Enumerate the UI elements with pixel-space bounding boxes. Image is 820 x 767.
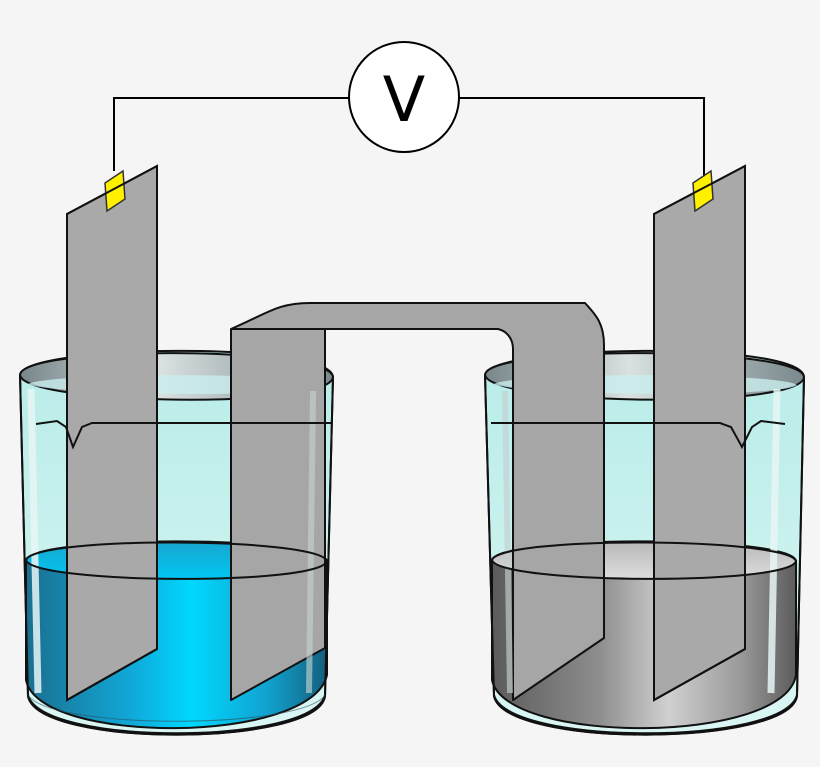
external-circuit: V: [113, 41, 705, 176]
left-terminal: [104, 169, 126, 213]
voltmeter-label: V: [383, 63, 425, 136]
left-electrode: [66, 164, 158, 702]
right-wire: [458, 97, 705, 176]
electrode-outlines: [66, 164, 746, 702]
salt-bridge: [230, 302, 605, 701]
right-beaker-front: [484, 374, 805, 736]
voltmeter-icon: V: [348, 41, 460, 153]
right-electrode: [653, 164, 746, 702]
right-terminal: [692, 169, 714, 213]
left-wire: [113, 97, 350, 171]
left-beaker-front: [19, 374, 334, 736]
